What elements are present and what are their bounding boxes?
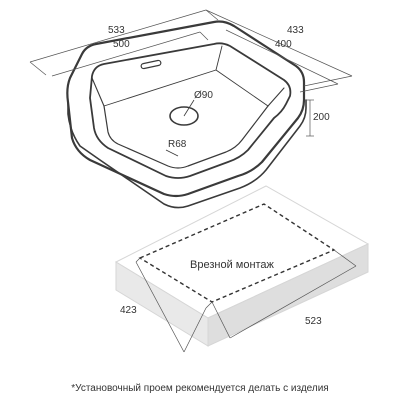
drain-diameter-label: Ø90: [194, 90, 213, 101]
sink-rim-lower: [67, 99, 307, 209]
sink-dimension-lines: [29, 9, 353, 137]
sink-inner-length-label: 500: [113, 39, 130, 50]
countertop-label: Врезной монтаж: [190, 259, 275, 271]
radius-leader: [165, 149, 179, 157]
drain-icon: [169, 99, 199, 126]
sink-inner-width-label: 400: [275, 39, 292, 50]
sink-inner-rim: [89, 42, 292, 179]
cutout-dimension-lines: [135, 249, 357, 353]
installation-footnote: *Установочный проем рекомендуется делать…: [71, 383, 329, 394]
sink-outer-width-label: 433: [287, 25, 304, 36]
sink-outer-rim: [66, 20, 306, 198]
countertop-slab: [114, 185, 370, 347]
cutout-length-label: 523: [305, 316, 322, 327]
sink-bowl-floor: [103, 105, 269, 169]
corner-radius-label: R68: [168, 139, 187, 150]
sink-outer-length-label: 533: [108, 25, 125, 36]
sink-body: [66, 20, 307, 209]
overflow-slot: [140, 59, 162, 70]
cutout-width-label: 423: [120, 305, 137, 316]
countertop-right-edge: [207, 243, 369, 347]
sink-depth-label: 200: [313, 112, 330, 123]
